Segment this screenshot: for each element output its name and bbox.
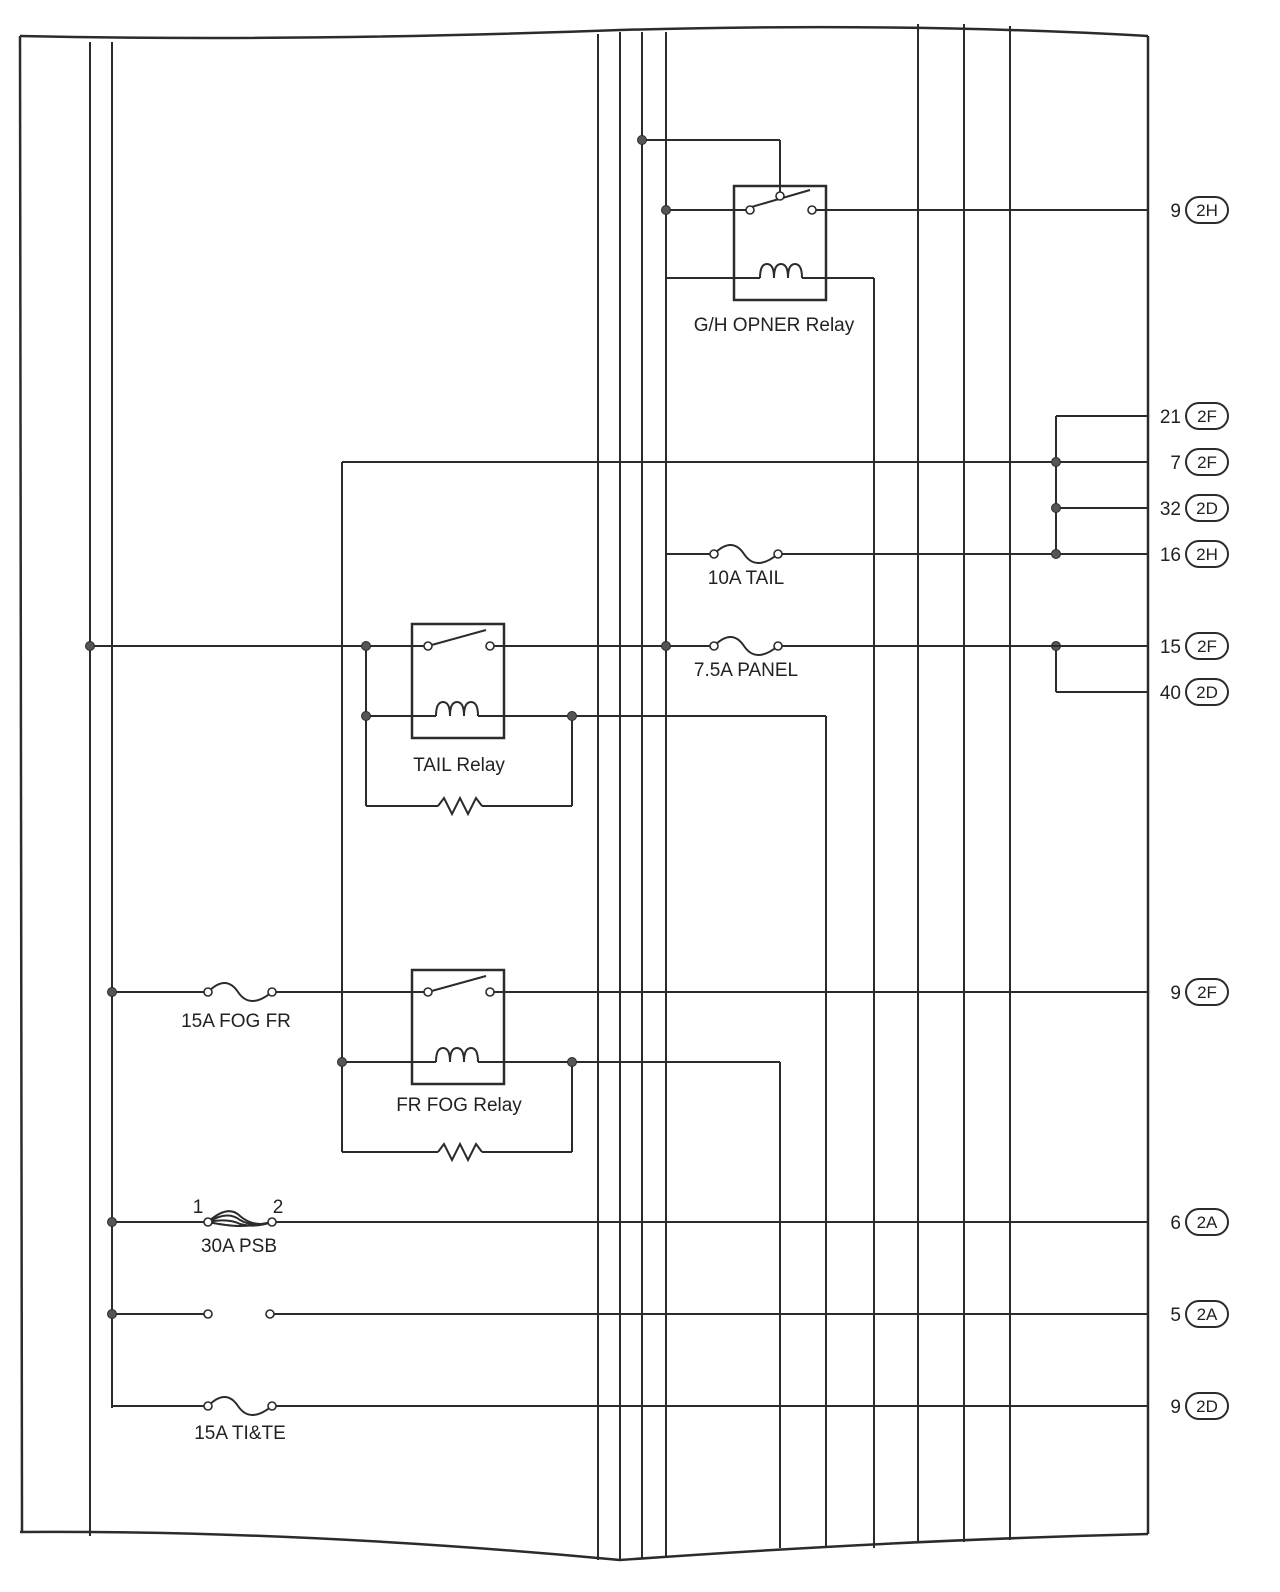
svg-text:32: 32 [1160,499,1181,520]
connector-7-2f: 7 2F [1170,448,1229,476]
svg-text:16: 16 [1160,545,1181,566]
connector-21-2f: 21 2F [1160,402,1229,430]
svg-text:15: 15 [1160,637,1181,658]
svg-text:2D: 2D [1196,1397,1218,1416]
fr-fog-relay-label: FR FOG Relay [396,1095,522,1116]
connector-9-2h: 9 2H [1170,196,1229,224]
fuse-7-5a-panel-label: 7.5A PANEL [694,660,798,681]
fuse-15a-tite [112,1396,1148,1416]
connector-16-2h: 16 2H [1160,540,1229,568]
connector-32-2d: 32 2D [1160,494,1229,522]
open-link-2a-5 [107,1309,1148,1319]
svg-text:5: 5 [1170,1305,1181,1326]
svg-text:9: 9 [1170,983,1181,1004]
right-branch-lines [342,415,1148,693]
gh-opener-relay [637,135,1148,1548]
fuse-15a-tite-label: 15A TI&TE [194,1423,286,1444]
svg-text:21: 21 [1160,407,1181,428]
svg-text:9: 9 [1170,1397,1181,1418]
svg-text:2D: 2D [1196,499,1218,518]
svg-text:2D: 2D [1196,683,1218,702]
fuse-10a-tail-label: 10A TAIL [708,568,784,589]
gh-opener-relay-label: G/H OPNER Relay [694,315,855,336]
svg-text:2F: 2F [1197,983,1217,1002]
connector-9-2d: 9 2D [1170,1392,1229,1420]
svg-text:2F: 2F [1197,637,1217,656]
tail-relay-circuit [85,462,1148,1548]
svg-text:2A: 2A [1197,1213,1218,1232]
svg-text:40: 40 [1160,683,1181,704]
svg-text:2H: 2H [1196,545,1218,564]
connector-40-2d: 40 2D [1160,678,1229,706]
svg-text:7: 7 [1170,453,1181,474]
fuse-15a-fog-fr-label: 15A FOG FR [181,1011,291,1032]
psb-pin-2: 2 [273,1197,284,1218]
diagram-frame [18,25,1150,1562]
svg-text:2A: 2A [1197,1305,1218,1324]
tail-relay-label: TAIL Relay [413,755,505,776]
svg-text:9: 9 [1170,201,1181,222]
connector-labels: 9 2H 21 2F 7 2F 32 2D 16 2H 15 2F [1160,196,1229,1420]
fuse-30a-psb-label: 30A PSB [201,1236,277,1257]
connector-6-2a: 6 2A [1170,1208,1229,1236]
connector-9-2f: 9 2F [1170,978,1229,1006]
fuse-30a-psb [107,1210,1148,1228]
fr-fog-relay-circuit [107,968,1148,1548]
svg-text:2F: 2F [1197,407,1217,426]
psb-pin-1: 1 [193,1197,204,1218]
svg-text:2F: 2F [1197,453,1217,472]
svg-text:2H: 2H [1196,201,1218,220]
connector-15-2f: 15 2F [1160,632,1229,660]
connector-5-2a: 5 2A [1170,1300,1229,1328]
svg-text:6: 6 [1170,1213,1181,1234]
vertical-bus-lines [89,24,1011,1560]
